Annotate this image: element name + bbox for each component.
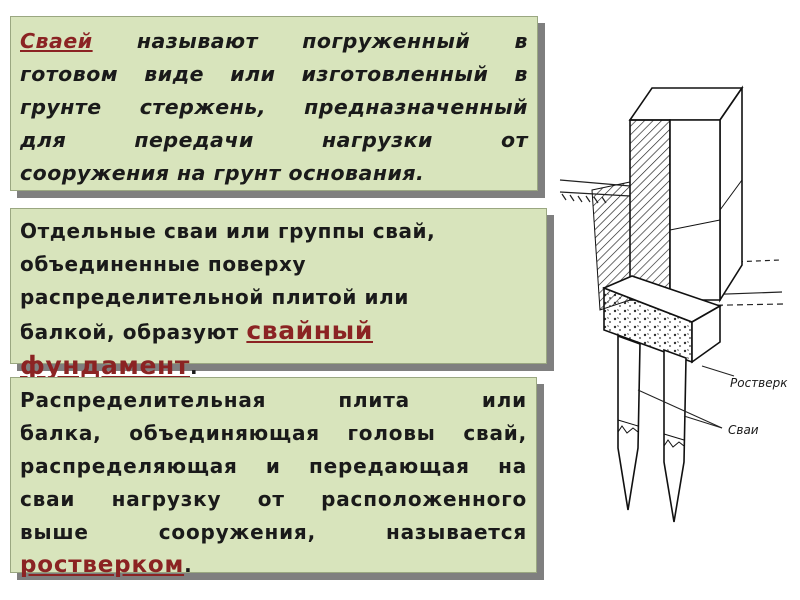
definition-text: Сваей называют погруженный в готовом вид… bbox=[20, 25, 528, 190]
grillage-label: Ростверк bbox=[730, 376, 788, 390]
grillage bbox=[601, 275, 722, 364]
grillage-line-1: Распределительная плита или bbox=[20, 388, 527, 412]
grillage-line-2: балка, объединяющая головы свай, bbox=[20, 421, 527, 445]
pile-foundation-term: свайный фундамент bbox=[20, 316, 373, 380]
pile-foundation-diagram: Ростверк Сваи bbox=[559, 85, 788, 523]
foundation-line-1: Отдельные сваи или группы свай, bbox=[20, 219, 436, 243]
grillage-line-6: ростверком. bbox=[20, 549, 527, 582]
definition-line-3: грунте стержень, предназначенный bbox=[20, 95, 528, 119]
foundation-line-3: распределительной плитой или bbox=[20, 285, 409, 309]
grillage-text: Распределительная плита или балка, объед… bbox=[20, 384, 527, 582]
grillage-line-3: распределяющая и передающая на bbox=[20, 454, 527, 478]
foundation-line-2: объединенные поверху bbox=[20, 252, 307, 276]
pile-term: Сваей bbox=[20, 29, 93, 53]
grillage-term: ростверком bbox=[20, 552, 185, 578]
grillage-line-4: сваи нагрузку от расположенного bbox=[20, 487, 527, 511]
definition-line-5: сооружения на грунт основания. bbox=[20, 161, 425, 185]
definition-line-2: готовом виде или изготовленный в bbox=[20, 62, 528, 86]
definition-line-1-text: называют погруженный в bbox=[92, 29, 528, 53]
definition-line-1: Сваей называют погруженный в bbox=[20, 25, 528, 58]
wall bbox=[591, 85, 744, 311]
piles-label: Сваи bbox=[728, 423, 759, 437]
foundation-suffix: . bbox=[190, 355, 199, 379]
foundation-line-4-prefix: балкой, образуют bbox=[20, 320, 247, 344]
piles bbox=[617, 334, 687, 523]
definition-card: Сваей называют погруженный в готовом вид… bbox=[10, 16, 538, 191]
grillage-line-5: выше сооружения, называется bbox=[20, 520, 527, 544]
foundation-line-4: балкой, образуют свайный фундамент. bbox=[20, 314, 537, 384]
grillage-suffix: . bbox=[184, 553, 193, 577]
grillage-card: Распределительная плита или балка, объед… bbox=[10, 377, 537, 578]
leader-lines bbox=[637, 365, 735, 429]
definition-line-4: для передачи нагрузки от bbox=[20, 128, 528, 152]
foundation-card: Отдельные сваи или группы свай, объедине… bbox=[10, 208, 547, 380]
